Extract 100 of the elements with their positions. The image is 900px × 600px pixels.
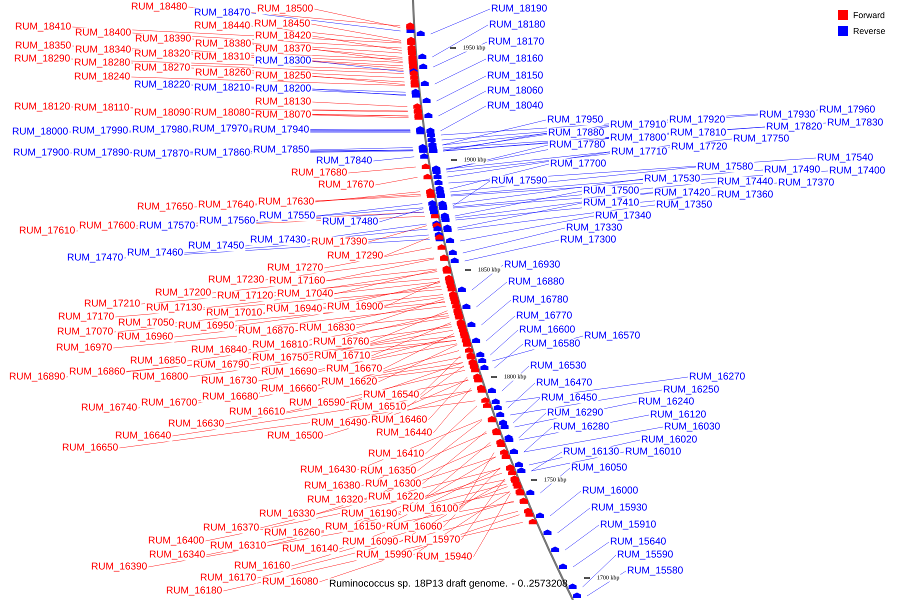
gene-label: RUM_16450 <box>542 394 597 402</box>
gene-label: RUM_17700 <box>550 160 606 168</box>
gene-label: RUM_17430 <box>250 236 306 244</box>
gene-label: RUM_17910 <box>610 120 666 130</box>
leader-line <box>225 380 469 424</box>
gene-label: RUM_17710 <box>612 148 667 156</box>
leader-line <box>446 138 610 170</box>
gene-label: RUM_17720 <box>672 142 727 152</box>
leader-line <box>430 8 490 34</box>
leader-line <box>449 164 550 190</box>
gene-label: RUM_17580 <box>698 162 753 172</box>
gene-label: RUM_16940 <box>266 304 322 314</box>
gene-label: RUM_17670 <box>318 180 374 190</box>
gene-label: RUM_16670 <box>326 364 382 374</box>
leader-line <box>132 50 403 63</box>
leader-line <box>407 366 464 408</box>
leader-line <box>378 344 458 382</box>
leader-line <box>473 493 511 558</box>
leader-line <box>428 376 468 420</box>
leader-line <box>205 480 506 542</box>
gene-label: RUM_16390 <box>92 562 147 572</box>
gene-label: RUM_16160 <box>234 562 290 570</box>
gene-label: RUM_16950 <box>178 322 234 330</box>
leader-line <box>251 26 402 42</box>
gene-label: RUM_15910 <box>600 520 656 530</box>
leader-line <box>443 468 500 528</box>
leader-line <box>316 456 496 514</box>
leader-line <box>141 278 440 304</box>
gene-label: RUM_18270 <box>134 64 190 72</box>
gene-label: RUM_16060 <box>386 522 442 532</box>
gene-label: RUM_18500 <box>258 4 313 14</box>
leader-line <box>212 268 437 294</box>
leader-line <box>364 444 492 500</box>
leader-line <box>187 326 452 362</box>
gene-label: RUM_16240 <box>638 398 694 406</box>
leader-line <box>455 194 716 220</box>
gene-label: RUM_18200 <box>256 84 311 94</box>
gene-label: RUM_15590 <box>618 550 673 560</box>
gene-label: RUM_16140 <box>282 544 338 554</box>
leader-line <box>413 492 510 556</box>
gene-label: RUM_16790 <box>194 360 249 370</box>
caption: Ruminococcus sp. 18P13 draft genome. - 0..2573208 <box>330 579 568 589</box>
leader-line <box>442 120 668 146</box>
leader-line <box>174 306 446 338</box>
gene-label: RUM_18350 <box>16 42 71 50</box>
gene-label: RUM_18400 <box>76 28 131 38</box>
leader-line <box>443 126 766 152</box>
leader-line <box>312 60 404 72</box>
leader-line <box>348 166 416 174</box>
gene-label: RUM_16510 <box>350 402 406 412</box>
gene-label: RUM_16850 <box>130 356 186 366</box>
gene-label: RUM_16750 <box>252 354 308 362</box>
leader-line <box>368 226 427 242</box>
leader-line <box>114 302 446 332</box>
leader-line <box>375 177 418 186</box>
gene-label: RUM_18250 <box>256 72 311 80</box>
leader-line <box>452 178 644 204</box>
gene-label: RUM_16020 <box>642 436 697 444</box>
leader-line <box>138 366 464 408</box>
leader-line <box>172 390 472 436</box>
leader-line <box>291 500 514 566</box>
gene-label: RUM_17010 <box>206 308 262 318</box>
gene-label: RUM_17630 <box>258 198 314 206</box>
gene-label: RUM_18380 <box>196 40 251 48</box>
gene-label: RUM_17970 <box>192 124 248 134</box>
gene-label: RUM_18290 <box>14 54 70 64</box>
gene-label: RUM_16640 <box>116 432 171 440</box>
leader-line <box>321 472 502 534</box>
gene-label: RUM_16760 <box>314 338 369 346</box>
leader-line <box>251 112 409 116</box>
leader-line <box>506 376 688 402</box>
gene-label: RUM_17930 <box>760 110 815 120</box>
gene-label: RUM_18130 <box>256 98 311 106</box>
leader-line <box>436 76 486 102</box>
gene-label: RUM_16080 <box>262 578 318 586</box>
gene-label: RUM_16120 <box>650 410 706 420</box>
gene-label: RUM_18120 <box>14 102 70 112</box>
gene-label: RUM_16970 <box>56 344 112 352</box>
leader-line <box>190 150 414 154</box>
gene-label: RUM_17870 <box>134 150 189 158</box>
leader-line <box>384 237 430 256</box>
gene-label: RUM_18260 <box>196 68 251 78</box>
gene-label: RUM_18410 <box>16 22 71 32</box>
gene-label: RUM_17290 <box>328 252 383 260</box>
gene-label: RUM_15990 <box>356 550 412 560</box>
leader-line <box>357 419 482 470</box>
leader-line <box>557 508 590 534</box>
leader-line <box>256 208 424 222</box>
leader-line <box>130 108 408 112</box>
gene-label: RUM_16530 <box>530 362 586 370</box>
leader-line <box>512 398 540 424</box>
leader-line <box>370 310 448 342</box>
leader-line <box>582 554 616 588</box>
gene-label: RUM_16270 <box>690 372 745 382</box>
gene-label: RUM_17350 <box>656 200 712 210</box>
leader-line <box>188 6 400 26</box>
gene-label: RUM_16650 <box>62 444 118 452</box>
leader-line <box>382 468 500 528</box>
leader-line <box>72 46 403 60</box>
leader-line <box>263 286 441 314</box>
